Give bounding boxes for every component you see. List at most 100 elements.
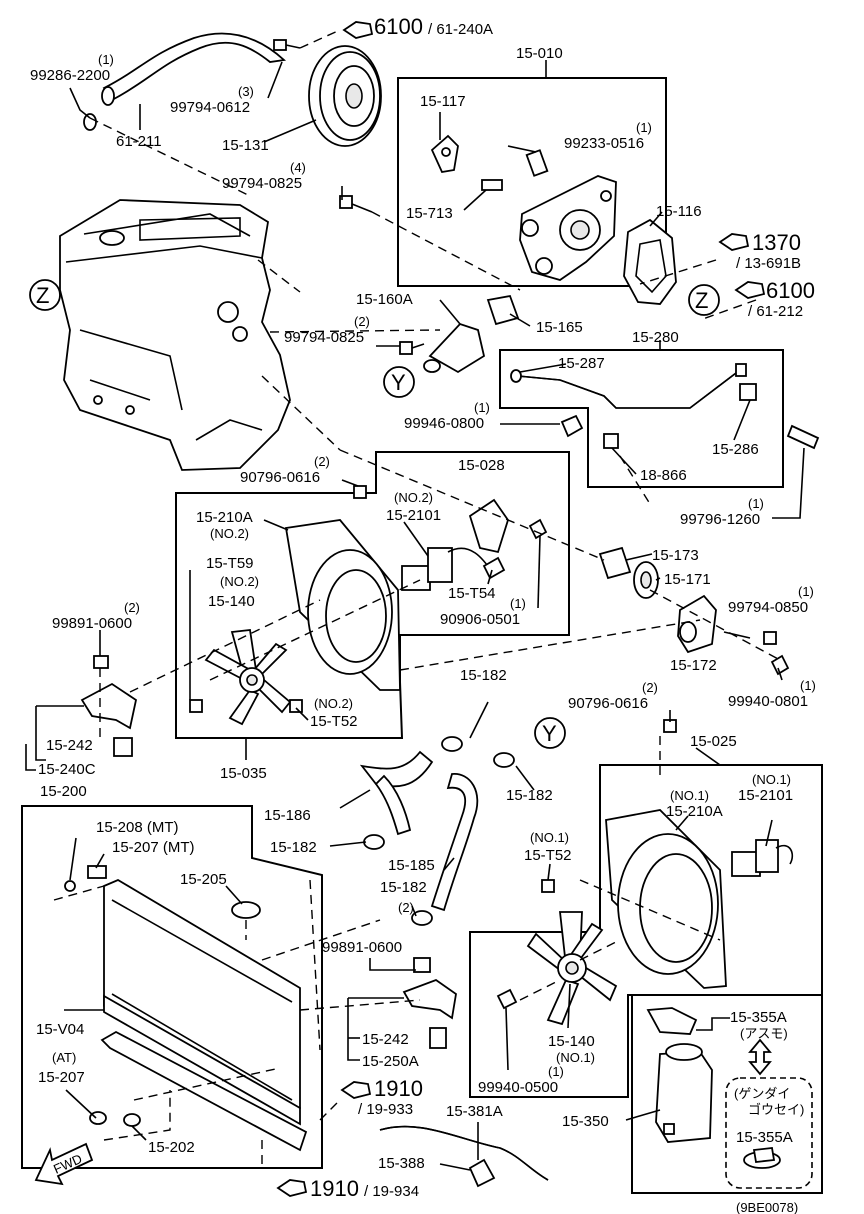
bolt-99794-0612 [273,39,301,51]
dashed-assembly-lines [53,29,781,1170]
bolt-99794-0825-top [339,195,373,213]
water-pump-15-010 [519,175,617,281]
label-61212: / 61-212 [748,303,803,320]
hose-15-381a [379,1125,549,1181]
bracket-15-117 [430,134,459,174]
label-footer: (9BE0078) [736,1200,798,1214]
label-15171: 15-171 [664,571,711,588]
fan-shroud-15-210a-no2 [284,519,401,691]
label-15185: 15-185 [388,857,435,874]
radiator-lower-tank-15-v04 [100,1030,308,1152]
callout-z-right-label: Z [695,288,708,313]
label-19933: / 19-933 [358,1101,413,1118]
label-kousei: ゴウセイ) [748,1102,804,1117]
label-15182a: 15-182 [460,667,507,684]
label-15242b: 15-242 [362,1031,409,1048]
ref-arrow-6100-top [342,21,374,39]
label-15028: 15-028 [458,457,505,474]
label-15355a-b: 15-355A [736,1129,793,1146]
callout-y-upper [383,366,415,398]
hose-15-186 [359,750,434,836]
label-99233: 99233-0516 [564,135,644,152]
ref-arrow-1910-b [276,1179,308,1197]
label-99796-qty: (1) [748,496,764,511]
label-15210a-no2: 15-210A [196,509,253,526]
label-19934: / 19-934 [364,1183,419,1200]
callout-z-left [29,279,61,311]
label-1910b: 1910 [310,1176,359,1201]
label-99794-0825b-qty: (2) [354,314,370,329]
water-pump-box [397,77,667,287]
label-15131: 15-131 [222,137,269,154]
label-15207-mt: 15-207 (MT) [112,839,195,856]
label-15160a: 15-160A [356,291,413,308]
label-15t52-no2: 15-T52 [310,713,358,730]
label-15186: 15-186 [264,807,311,824]
clamp-15-182-c [363,834,385,850]
fan-shroud-15-210a-no1 [605,809,727,989]
double-arrow-icon [748,1038,772,1076]
fan-no2-box [175,451,570,739]
nut-90906-0501 [528,518,548,540]
bolt-99796-1260 [786,424,820,450]
label-90906: 90906-0501 [440,611,520,628]
label-18866: 18-866 [640,467,687,484]
label-15140-no2: 15-140 [208,593,255,610]
label-15250a: 15-250A [362,1053,419,1070]
label-90796a: 90796-0616 [240,469,320,486]
label-15-2101-no2: 15-2101 [386,507,441,524]
label-99794-0825b: 99794-0825 [284,329,364,346]
fwd-arrow: FWD [34,1142,94,1186]
label-15381a: 15-381A [446,1103,503,1120]
label-90906-qty: (1) [510,596,526,611]
callout-y-upper-label: Y [391,370,406,395]
cap-15-355a-asmo [646,1007,698,1035]
label-no1-b: (NO.1) [752,772,791,787]
fan-blade-15-140-no1 [526,911,618,1026]
label-99286-qty: (1) [98,52,114,67]
plug-15-207-at [89,1111,107,1125]
label-99946: 99946-0800 [404,415,484,432]
pipe-assembly-box [499,349,784,488]
label-99286: 99286-2200 [30,67,110,84]
pin-99233-0516 [525,149,549,177]
nut-15-t59 [189,699,203,713]
water-outlet-15-160a [423,322,486,374]
nut-99940-0500 [496,988,518,1010]
label-15v04: 15-V04 [36,1021,84,1038]
reservoir-variant-box [725,1077,813,1189]
label-15355a: 15-355A [730,1009,787,1026]
label-99796: 99796-1260 [680,511,760,528]
fan-motor-15-2101-no1 [731,839,794,877]
label-99946-qty: (1) [474,400,490,415]
bracket-15-028 [468,498,509,554]
cover-15-172 [677,594,717,654]
bolt-99794-0850 [763,631,777,645]
label-6100b: 6100 [766,278,815,303]
label-15140-no1: 15-140 [548,1033,595,1050]
label-15116: 15-116 [656,203,702,220]
label-99794-0612-qty: (3) [238,84,254,99]
label-15208: 15-208 (MT) [96,819,179,836]
label-15286: 15-286 [712,441,759,458]
label-no1-c: (NO.1) [530,830,569,845]
label-1910a: 1910 [374,1076,423,1101]
radiator-box [21,805,323,1169]
label-99940-0500-qty: (1) [548,1064,564,1079]
gasket-15-165 [486,294,520,326]
label-no1-a: (NO.1) [670,788,709,803]
label-99940-0500: 99940-0500 [478,1079,558,1096]
bolt-99794-0825-mid [399,341,425,355]
label-99891a-qty: (2) [124,600,140,615]
label-61240a: / 61-240A [428,21,493,38]
clamp-15-182-a [441,736,463,752]
label-13691b: / 13-691B [736,255,801,272]
callout-z-right [688,284,720,316]
label-15182d: 15-182 [380,879,427,896]
clamp-15-182-b [493,752,515,768]
label-15035: 15-035 [220,765,267,782]
label-99794-0825a: 99794-0825 [222,175,302,192]
radiator-15-200 [103,878,301,1126]
fan-motor-15-2101-no2 [401,547,493,591]
label-15117: 15-117 [420,93,466,110]
